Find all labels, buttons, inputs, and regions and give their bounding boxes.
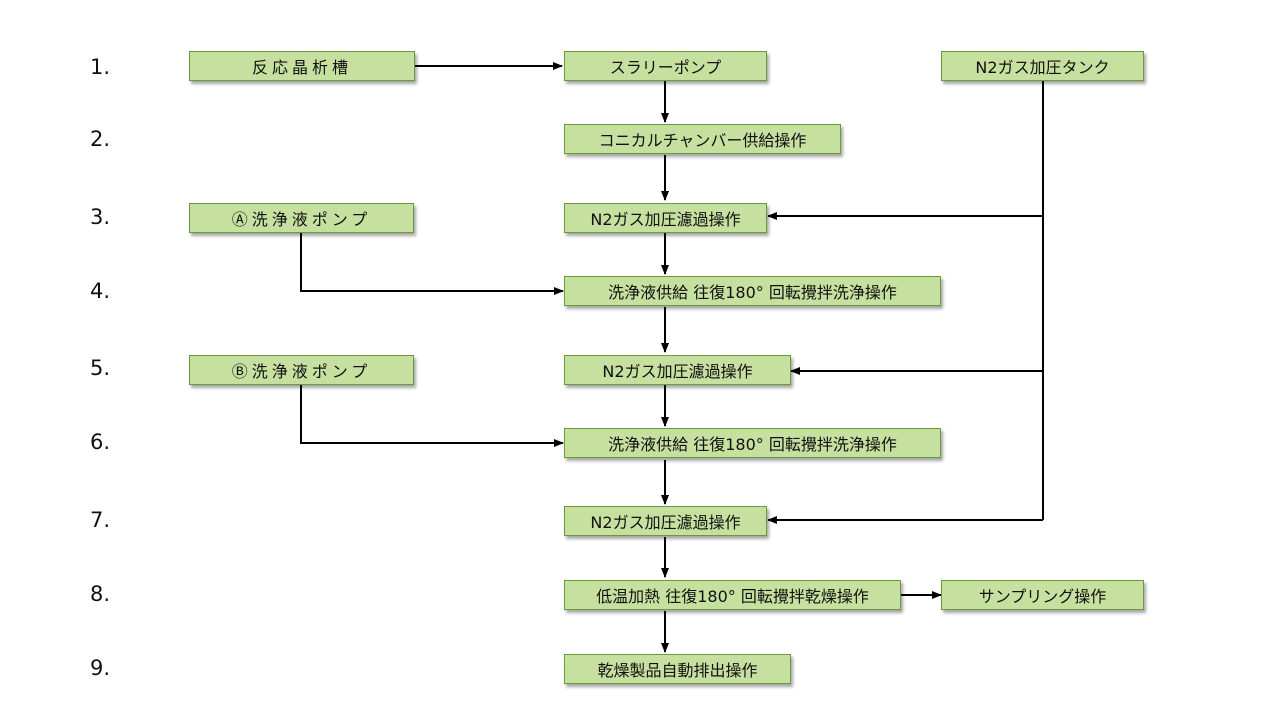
node-discharge: 乾燥製品自動排出操作: [564, 654, 791, 684]
node-filter-1: N2ガス加圧濾過操作: [564, 203, 767, 233]
node-reactor: 反応晶析槽: [189, 51, 415, 81]
step-number-5: 5.: [90, 356, 111, 380]
arrow-pump-a-to-wash-1: [300, 233, 564, 295]
node-n2-tank: N2ガス加圧タンク: [941, 51, 1144, 81]
step-number-8: 8.: [90, 582, 111, 606]
node-slurry-pump: スラリーポンプ: [564, 51, 767, 81]
arrow-pump-b-to-wash-2: [300, 385, 564, 447]
step-number-2: 2.: [90, 127, 111, 151]
node-wash-1: 洗浄液供給 往復180° 回転攪拌洗浄操作: [564, 276, 941, 306]
step-number-7: 7.: [90, 508, 111, 532]
step-number-1: 1.: [90, 55, 111, 79]
step-number-9: 9.: [90, 656, 111, 680]
node-sampling: サンプリング操作: [941, 580, 1144, 610]
node-filter-2: N2ガス加圧濾過操作: [564, 355, 791, 385]
node-wash-pump-b: Ⓑ洗浄液ポンプ: [189, 355, 414, 385]
node-wash-pump-a: Ⓐ洗浄液ポンプ: [189, 203, 414, 233]
step-number-3: 3.: [90, 205, 111, 229]
node-conical-feed: コニカルチャンバー供給操作: [564, 124, 841, 154]
node-dry: 低温加熱 往復180° 回転攪拌乾燥操作: [564, 580, 901, 610]
node-wash-2: 洗浄液供給 往復180° 回転攪拌洗浄操作: [564, 428, 941, 458]
node-filter-3: N2ガス加圧濾過操作: [564, 506, 767, 536]
step-number-6: 6.: [90, 430, 111, 454]
step-number-4: 4.: [90, 279, 111, 303]
